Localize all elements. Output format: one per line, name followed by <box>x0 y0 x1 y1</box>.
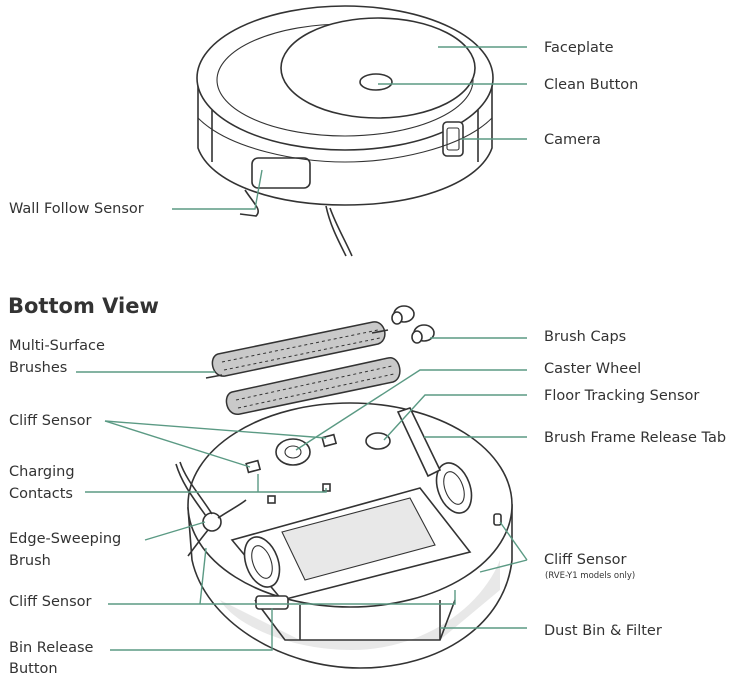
floor-tracking-leader <box>383 394 527 441</box>
label-caster-wheel: Caster Wheel <box>544 361 642 377</box>
faceplate-shape <box>280 17 476 119</box>
brush-frame-release-tab-shape <box>396 407 442 478</box>
label-multi-surface-line2: Brushes <box>9 360 68 376</box>
bottom-view-robot <box>175 402 513 669</box>
top-leader-lines <box>172 46 527 210</box>
label-cliff-sensor-right-note: (RVE-Y1 models only) <box>545 571 636 581</box>
bottom-view-heading: Bottom View <box>8 294 159 318</box>
bin-release-button-shape <box>255 595 289 610</box>
brush-caps-shape <box>391 305 435 344</box>
cliff-top-leader-1 <box>104 420 251 468</box>
clean-button-shape <box>359 73 393 91</box>
caster-wheel-shape <box>275 438 311 466</box>
cliff-right-leader-1 <box>499 521 528 561</box>
floor-tracking-sensor-shape <box>365 432 391 450</box>
wall-follow-leader <box>172 169 263 210</box>
multi-surface-brushes <box>205 321 401 415</box>
edge-sweeping-leader <box>144 521 206 541</box>
dust-bin-shape <box>254 599 456 641</box>
label-bin-release-line2: Button <box>9 661 58 677</box>
label-dust-bin-filter: Dust Bin & Filter <box>544 623 662 639</box>
label-charging-line2: Contacts <box>9 486 73 502</box>
label-charging-line1: Charging <box>9 464 75 480</box>
label-camera: Camera <box>544 132 601 148</box>
cliff-right-leader-2 <box>479 559 528 573</box>
label-cliff-sensor-top: Cliff Sensor <box>9 413 92 429</box>
label-edge-sweeping-line1: Edge-Sweeping <box>9 531 122 547</box>
label-cliff-sensor-right: Cliff Sensor <box>544 552 627 568</box>
brush-roller-bottom <box>225 357 401 415</box>
label-clean-button: Clean Button <box>544 77 639 93</box>
cliff-bottom-leader-2 <box>199 547 207 605</box>
top-view-robot <box>196 5 494 257</box>
charging-leader-1 <box>85 488 327 493</box>
label-floor-tracking-sensor: Floor Tracking Sensor <box>544 388 700 404</box>
caster-wheel-leader <box>295 369 527 451</box>
wall-follow-sensor-shape <box>251 157 311 189</box>
bin-release-leader <box>110 608 273 651</box>
brush-roller-top <box>211 321 386 377</box>
label-multi-surface-line1: Multi-Surface <box>9 338 105 354</box>
label-cliff-sensor-bottom: Cliff Sensor <box>9 594 92 610</box>
label-bin-release-line1: Bin Release <box>9 640 94 656</box>
label-edge-sweeping-line2: Brush <box>9 553 51 569</box>
label-brush-caps: Brush Caps <box>544 329 627 345</box>
side-brush-right <box>329 207 353 257</box>
cliff-bottom-leader-1 <box>108 590 456 605</box>
label-faceplate: Faceplate <box>544 40 614 56</box>
cliff-top-leader-2 <box>104 420 327 439</box>
bottom-leader-lines <box>76 337 528 651</box>
label-wall-follow-sensor: Wall Follow Sensor <box>9 201 144 217</box>
label-brush-frame-release-tab: Brush Frame Release Tab <box>544 430 727 446</box>
side-brush-left <box>239 189 260 217</box>
